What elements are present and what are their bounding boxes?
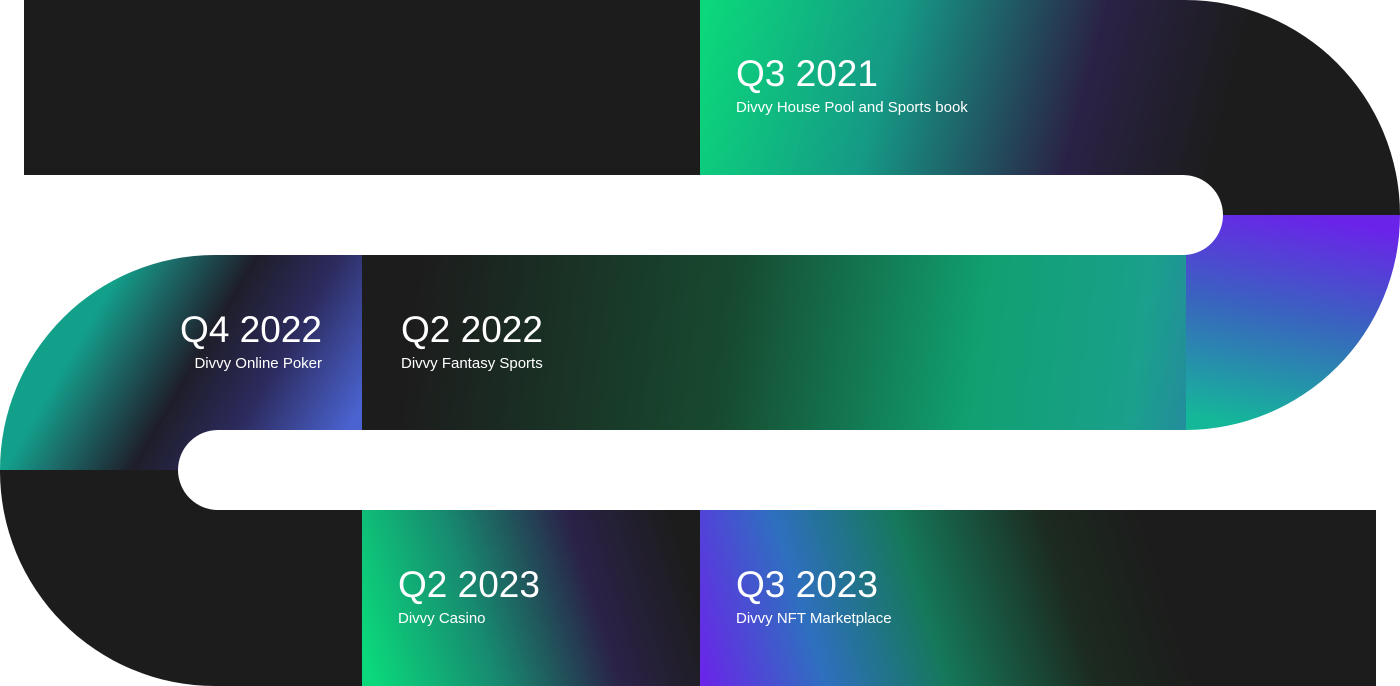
milestone-quarter: Q2 2022 [401, 309, 543, 350]
milestone-product: Divvy Online Poker [194, 355, 322, 372]
track-segment-q4-2022 [0, 255, 362, 470]
track-turn-right [1185, 215, 1400, 430]
milestone-product: Divvy Casino [398, 610, 486, 627]
track-segment-q3-2023 [700, 510, 1376, 686]
milestone-product: Divvy Fantasy Sports [401, 355, 543, 372]
track-segment-q3-2021 [700, 0, 1400, 215]
milestone-product: Divvy House Pool and Sports book [736, 99, 968, 116]
milestone-quarter: Q3 2021 [736, 53, 878, 94]
milestone-quarter: Q4 2022 [180, 309, 322, 350]
milestone-q2-2022: Q2 2022 Divvy Fantasy Sports [401, 310, 543, 374]
milestone-quarter: Q3 2023 [736, 564, 878, 605]
milestone-q3-2023: Q3 2023 Divvy NFT Marketplace [736, 565, 892, 629]
milestone-quarter: Q2 2023 [398, 564, 540, 605]
track-segment-top-dark [24, 0, 700, 175]
milestone-q4-2022: Q4 2022 Divvy Online Poker [180, 310, 322, 374]
milestone-q3-2021: Q3 2021 Divvy House Pool and Sports book [736, 54, 968, 118]
track-segment-q2-2023 [362, 510, 700, 686]
track-segment-q2-2022 [362, 255, 1186, 430]
milestone-q2-2023: Q2 2023 Divvy Casino [398, 565, 540, 629]
milestone-product: Divvy NFT Marketplace [736, 610, 892, 627]
track-turn-left [0, 470, 362, 686]
